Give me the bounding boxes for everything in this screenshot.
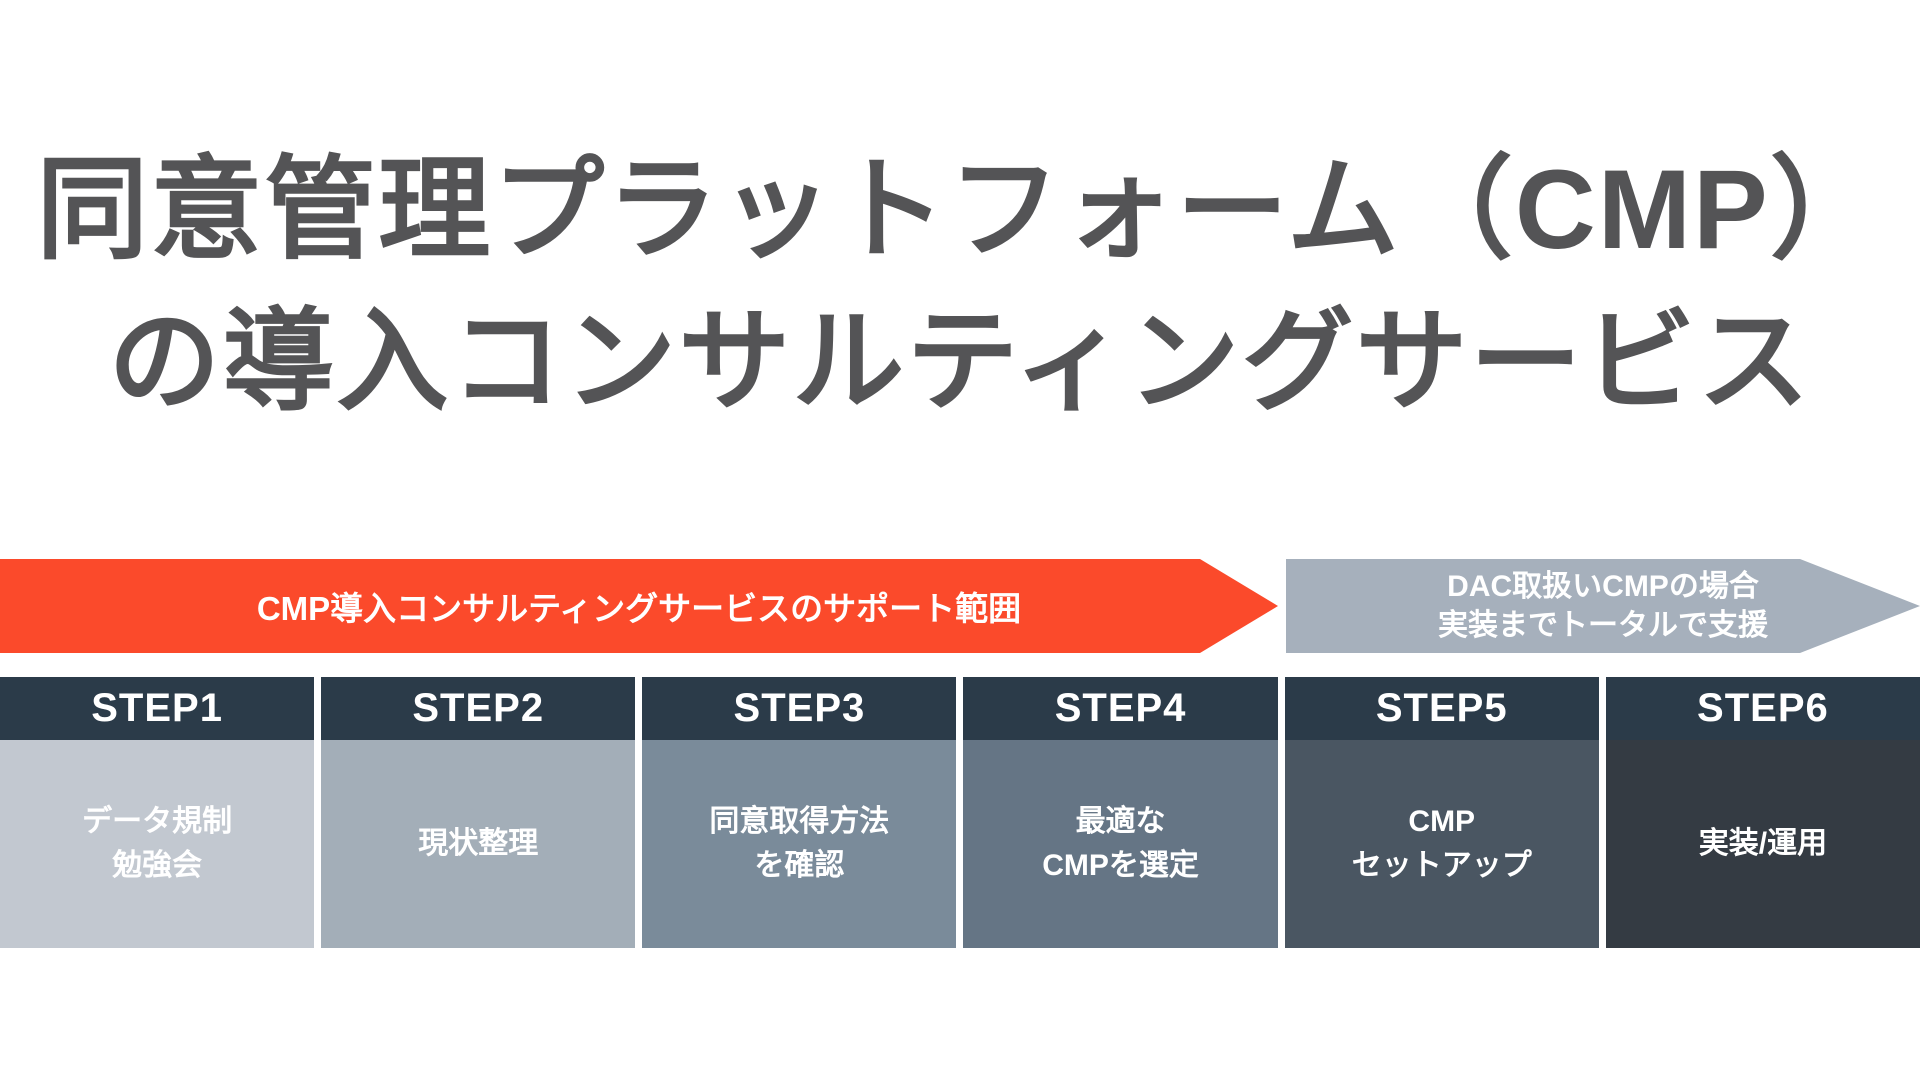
step6-body: 実装/運用 bbox=[1605, 740, 1920, 948]
step4-body-line-1: 最適な bbox=[1075, 805, 1166, 838]
step4-body-line-2: CMPを選定 bbox=[1042, 849, 1199, 882]
steps-grid: STEP1 データ規制 勉強会 STEP2 現状整理 STEP3 同意取得方法 … bbox=[0, 677, 1920, 948]
step1-body: データ規制 勉強会 bbox=[0, 740, 315, 948]
step1-body-line-1: データ規制 bbox=[82, 805, 233, 838]
step4-header: STEP4 bbox=[963, 677, 1278, 740]
step4-label: STEP4 bbox=[1054, 686, 1187, 730]
step-column-1: STEP1 データ規制 勉強会 bbox=[0, 677, 315, 948]
dac-support-label: DAC取扱いCMPの場合 実装までトータルで支援 bbox=[1438, 567, 1768, 645]
step-column-6: STEP6 実装/運用 bbox=[1605, 677, 1920, 948]
page-title-line-2: の導入コンサルティングサービス bbox=[108, 299, 1812, 424]
page-title: 同意管理プラットフォーム（CMP） の導入コンサルティングサービス bbox=[0, 134, 1920, 438]
step6-body-line-1: 実装/運用 bbox=[1698, 827, 1828, 860]
step5-body-line-1: CMP bbox=[1408, 805, 1476, 838]
step-column-5: STEP5 CMP セットアップ bbox=[1284, 677, 1599, 948]
step1-body-line-2: 勉強会 bbox=[112, 849, 203, 882]
step3-body-line-1: 同意取得方法 bbox=[709, 805, 890, 838]
step2-label: STEP2 bbox=[412, 686, 545, 730]
step3-body-line-2: を確認 bbox=[754, 849, 845, 882]
dac-support-label-line-1: DAC取扱いCMPの場合 bbox=[1447, 570, 1759, 603]
support-scope-arrow-banner: CMP導入コンサルティングサービスのサポート範囲 bbox=[0, 559, 1278, 653]
step5-body: CMP セットアップ bbox=[1284, 740, 1599, 948]
step1-header: STEP1 bbox=[0, 677, 315, 740]
step-column-4: STEP4 最適な CMPを選定 bbox=[963, 677, 1278, 948]
step6-label: STEP6 bbox=[1697, 686, 1829, 730]
step5-header: STEP5 bbox=[1284, 677, 1599, 740]
step1-label: STEP1 bbox=[91, 686, 223, 730]
step-column-3: STEP3 同意取得方法 を確認 bbox=[642, 677, 957, 948]
step-column-2: STEP2 現状整理 bbox=[321, 677, 636, 948]
step5-body-line-2: セットアップ bbox=[1351, 849, 1532, 882]
step2-header: STEP2 bbox=[321, 677, 636, 740]
step6-header: STEP6 bbox=[1605, 677, 1920, 740]
step3-body: 同意取得方法 を確認 bbox=[642, 740, 957, 948]
page-title-line-1: 同意管理プラットフォーム（CMP） bbox=[36, 147, 1884, 272]
step5-label: STEP5 bbox=[1375, 686, 1508, 730]
step3-header: STEP3 bbox=[642, 677, 957, 740]
support-scope-label: CMP導入コンサルティングサービスのサポート範囲 bbox=[256, 590, 1022, 627]
step2-body-line-1: 現状整理 bbox=[418, 827, 539, 860]
step4-body: 最適な CMPを選定 bbox=[963, 740, 1278, 948]
dac-support-label-line-2: 実装までトータルで支援 bbox=[1438, 609, 1768, 642]
step2-body: 現状整理 bbox=[321, 740, 636, 948]
dac-support-arrow-banner: DAC取扱いCMPの場合 実装までトータルで支援 bbox=[1286, 559, 1920, 653]
step3-label: STEP3 bbox=[733, 686, 866, 730]
